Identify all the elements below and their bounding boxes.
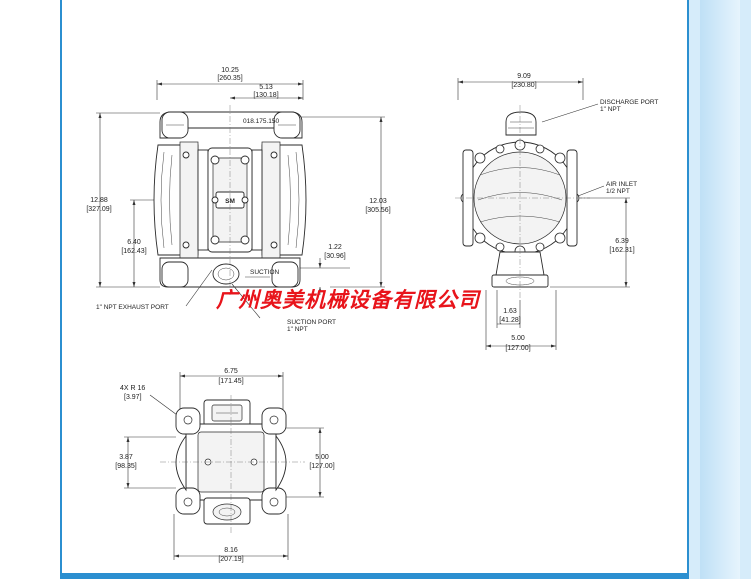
side-air-inlet-label-1: AIR INLET [606,181,637,188]
front-suction-offset: 1.22 [328,244,342,251]
front-port-height: 6.40 [127,239,141,246]
side-air-inlet-label-2: 1/2 NPT [606,188,630,195]
frame-border-left [60,0,62,579]
front-suction-port-label-1: SUCTION PORT [287,319,336,326]
front-body-height: 12.03 [369,198,387,205]
side-inlet-height: 6.39 [615,238,629,245]
top-width: 6.75 [224,368,238,375]
front-view: 10.25 [260.35] 5.13 [130.18] 12.88 [327.… [86,67,390,333]
side-base-width-mm: [127.00] [505,345,530,352]
frame-panel-right-gradient [700,0,740,579]
side-view: 9.09 [230.80] [455,73,658,352]
side-width-mm: [230.80] [511,82,536,89]
top-right-height: 5.00 [315,454,329,461]
side-discharge-label-1: DISCHARGE PORT [600,99,658,106]
front-overall-width-mm: [260.35] [217,75,242,82]
top-radius-label: 4X R 16 [120,385,145,392]
side-base-width: 5.00 [511,335,525,342]
top-right-height-mm: [127.00] [309,463,334,470]
top-left-height: 3.87 [119,454,133,461]
front-overall-height: 12.88 [90,197,108,204]
technical-drawing: 10.25 [260.35] 5.13 [130.18] 12.88 [327.… [86,67,658,563]
side-width: 9.09 [517,73,531,80]
top-width-mm: [171.45] [218,378,243,385]
front-suction-offset-mm: [30.96] [324,253,345,260]
top-view: 4X R 16 [3.97] 6.75 [171.45] [115,368,334,563]
top-radius-mm: [3.97] [124,394,142,401]
side-inlet-height-mm: [162.31] [609,247,634,254]
side-foot-offset-mm: [41.28] [499,317,520,324]
company-watermark: 广州奥美机械设备有限公司 [216,288,482,312]
side-discharge-label-2: 1" NPT [600,106,621,113]
top-left-height-mm: [98.35] [115,463,136,470]
page-margin-left [0,0,60,579]
front-half-width-mm: [130.18] [253,92,278,99]
front-suction-tag: SUCTION [250,269,280,276]
front-half-width: 5.13 [259,84,273,91]
frame-border-bottom [62,573,687,579]
front-suction-port-label-2: 1" NPT [287,326,308,333]
top-bottom-width: 8.16 [224,547,238,554]
front-exhaust-port-label: 1" NPT EXHAUST PORT [96,304,169,311]
side-foot-offset: 1.63 [503,308,517,315]
front-body-height-mm: [305.56] [365,207,390,214]
front-part-number: 018.175.150 [243,118,280,125]
frame-border-right [687,0,690,579]
top-bottom-width-mm: [207.19] [218,556,243,563]
front-overall-width: 10.25 [221,67,239,74]
front-overall-height-mm: [327.09] [86,206,111,213]
front-port-height-mm: [162.43] [121,248,146,255]
